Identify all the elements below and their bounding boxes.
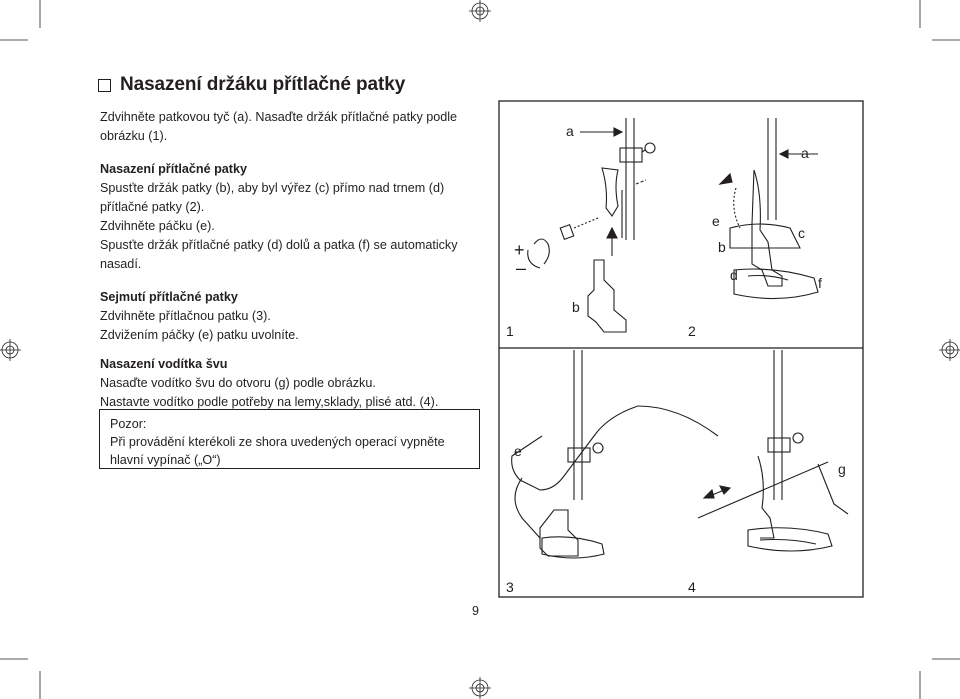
panel3-drawing [511, 350, 719, 559]
panel2-drawing [729, 118, 819, 300]
section1-line: Spusťte držák patky (b), aby byl výřez (… [100, 181, 445, 214]
label-a: a [801, 145, 809, 161]
panel-number: 2 [688, 323, 696, 339]
page-number: 9 [472, 604, 480, 618]
panel-number: 3 [506, 579, 514, 595]
section1-line: Zdvihněte páčku (e). [100, 219, 215, 233]
label-plus: + [514, 240, 525, 260]
label-d: d [730, 267, 738, 283]
label-f: f [818, 275, 822, 291]
label-g: g [838, 461, 846, 477]
checkbox-square [98, 78, 111, 92]
figure-frame [498, 100, 864, 598]
label-a: a [566, 123, 574, 139]
section2-line: Zdvihněte přítlačnou patku (3). [100, 309, 271, 323]
section3-line: Nasaďte vodítko švu do otvoru (g) podle … [100, 376, 376, 390]
label-c: c [798, 225, 805, 241]
section1-line: Spusťte držák přítlačné patky (d) dolů a… [100, 238, 458, 271]
section-title-row: Nasazení držáku přítlačné patky [98, 74, 405, 96]
panel-number: 4 [688, 579, 696, 595]
section2-line: Zdvižením páčky (e) patku uvolníte. [100, 328, 299, 342]
panel1-drawing [527, 118, 656, 333]
panel4-drawing [697, 350, 849, 552]
label-e: e [712, 213, 720, 229]
warning-note-box: Pozor: Při provádění kterékoli ze shora … [99, 409, 480, 469]
intro-text: Zdvihněte patkovou tyč (a). Nasaďte držá… [100, 110, 458, 143]
section3-heading: Nasazení vodítka švu [100, 357, 228, 371]
label-b: b [572, 299, 580, 315]
body-text: Zdvihněte patkovou tyč (a). Nasaďte držá… [100, 108, 490, 412]
section3-line: Nastavte vodítko podle potřeby na lemy,s… [100, 395, 439, 409]
illustration-figure: a + – b 1 a e c b d f 2 [498, 100, 864, 598]
note-text: Při provádění kterékoli ze shora uvedený… [110, 435, 445, 467]
label-minus: – [516, 258, 526, 278]
section1-heading: Nasazení přítlačné patky [100, 162, 247, 176]
page-title: Nasazení držáku přítlačné patky [120, 74, 406, 95]
section2-heading: Sejmutí přítlačné patky [100, 290, 238, 304]
panel-number: 1 [506, 323, 514, 339]
label-e: e [514, 443, 522, 459]
note-heading: Pozor: [110, 417, 147, 431]
label-b: b [718, 239, 726, 255]
